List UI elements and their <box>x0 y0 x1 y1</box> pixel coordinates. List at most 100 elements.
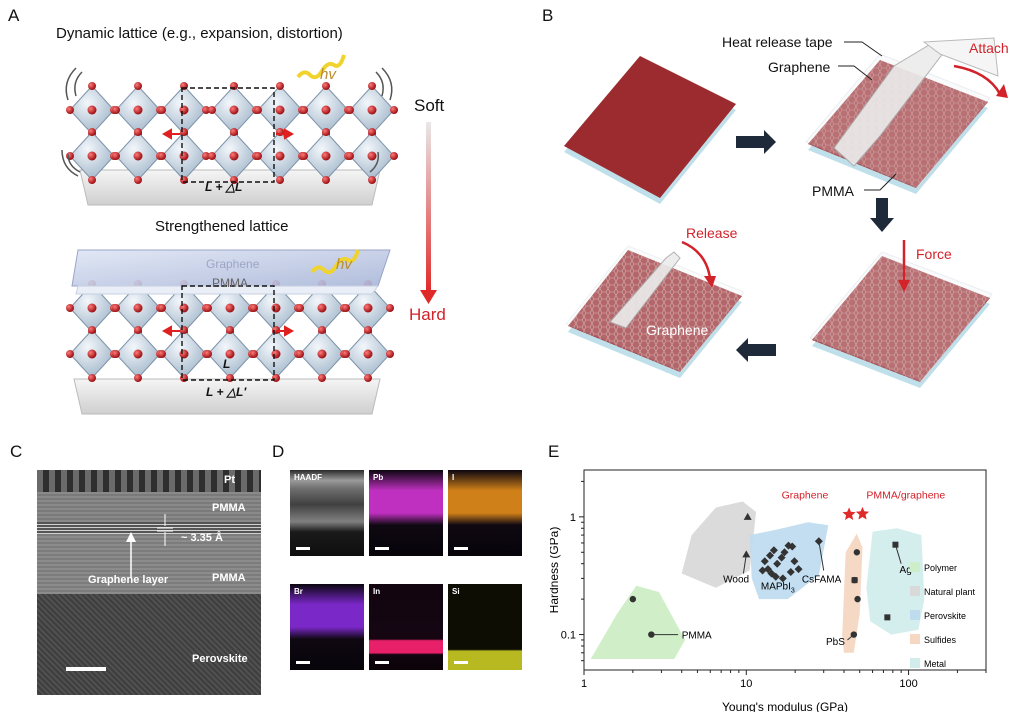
data-point-perovskite <box>769 546 778 555</box>
data-point-sulfide <box>851 577 858 584</box>
chart-annotation: PbS <box>826 637 845 648</box>
legend-label: Natural plant <box>924 587 976 597</box>
attach-label: Attach <box>969 40 1009 56</box>
data-point-perovskite <box>765 551 774 560</box>
data-point-sulfide <box>853 549 861 556</box>
eds-map-label: Si <box>452 587 460 596</box>
data-point-perovskite <box>794 565 803 574</box>
panel-letter-b: B <box>542 6 554 25</box>
chart-annotation: PMMA <box>682 631 712 642</box>
arrow-step3 <box>736 338 776 362</box>
legend-swatch <box>910 586 920 596</box>
dashed-box-bottom <box>181 285 275 381</box>
data-point-perovskite <box>786 567 795 576</box>
eds-map-i: I <box>448 470 522 556</box>
region-polymer <box>590 585 686 659</box>
x-tick-label: 1 <box>581 678 587 690</box>
chart-annotation: Wood <box>723 574 749 585</box>
panel-letter-c: C <box>10 442 23 461</box>
x-axis-label: Young's modulus (GPa) <box>722 700 848 712</box>
eds-scale-bar <box>296 547 310 550</box>
region-perovskite <box>749 522 829 600</box>
light-wave-bottom <box>310 249 360 275</box>
data-point-polymer <box>629 595 637 603</box>
eds-map-label: Br <box>294 587 303 596</box>
eds-map-pb: Pb <box>369 470 443 556</box>
highlight-star-pmma-graphene <box>855 506 870 520</box>
release-label: Release <box>686 225 738 241</box>
data-point-perovskite <box>760 557 769 566</box>
pmma-sheet <box>75 285 379 295</box>
data-point-wood <box>742 550 751 558</box>
graphene-layer-label: Graphene layer <box>88 574 169 586</box>
eds-scale-bar <box>375 661 389 664</box>
spacing-label: ~ 3.35 Å <box>181 532 223 544</box>
hv-top: hv <box>320 66 336 83</box>
data-point-polymer <box>648 631 655 638</box>
legend-label: Polymer <box>924 563 957 573</box>
panel-a-bottom-title: Strengthened lattice <box>155 218 289 235</box>
tem-scale-bar <box>66 667 106 671</box>
data-point-perovskite <box>771 572 780 581</box>
hard-label: Hard <box>409 305 446 324</box>
light-wave-top <box>296 54 346 80</box>
pmma-label-a: PMMA <box>212 276 248 290</box>
graphene-final-label: Graphene <box>646 322 709 338</box>
force-label: Force <box>916 246 952 262</box>
graphene-label-a: Graphene <box>206 257 260 271</box>
panel-letter-d: D <box>272 442 285 461</box>
eds-map-si: Si <box>448 584 522 670</box>
eds-scale-bar <box>454 661 468 664</box>
x-tick-label: 100 <box>899 678 917 690</box>
legend-swatch <box>910 610 920 620</box>
y-tick-label: 0.1 <box>561 630 576 642</box>
legend-label: Perovskite <box>924 611 966 621</box>
hv-bottom: hv <box>336 256 352 273</box>
graphene-label-b: Graphene <box>768 59 831 75</box>
legend-label: Metal <box>924 659 946 669</box>
region-natural-plant <box>681 501 757 588</box>
region-sulfides <box>842 533 863 653</box>
eds-scale-bar <box>375 547 389 550</box>
chart-annotation: MAPbI3 <box>761 582 795 595</box>
chart-axes-box <box>583 469 987 671</box>
region-metal <box>866 528 925 635</box>
dashed-box-top <box>181 87 275 183</box>
data-point-perovskite <box>788 542 797 551</box>
heat-release-tape-label: Heat release tape <box>722 34 833 50</box>
legend-swatch <box>910 658 920 668</box>
legend-swatch <box>910 634 920 644</box>
panel-b-illustration <box>564 37 1008 388</box>
data-point-perovskite <box>790 557 799 566</box>
eds-map-label: I <box>452 473 455 482</box>
eds-map-br: Br <box>290 584 364 670</box>
eds-scale-bar <box>454 547 468 550</box>
bottom-dim-label: L + △L′ <box>206 385 247 399</box>
eds-map-label: HAADF <box>294 473 322 482</box>
dynamic-lattice <box>66 82 398 184</box>
x-tick-label: 10 <box>740 678 752 690</box>
y-axis-label: Hardness (GPa) <box>550 527 561 614</box>
data-point-wood <box>743 512 752 520</box>
eds-map-label: In <box>373 587 381 596</box>
y-tick-label: 1 <box>570 512 576 524</box>
data-point-perovskite <box>773 559 782 568</box>
panel-letter-a: A <box>8 6 20 25</box>
chart-annotation: PMMA/graphene <box>866 489 945 501</box>
legend-label: Sulfides <box>924 635 957 645</box>
eds-map-haadf: HAADF <box>290 470 364 556</box>
data-point-metal <box>884 614 891 621</box>
chart-annotation: Graphene <box>782 489 829 501</box>
arrow-step2 <box>870 198 894 232</box>
inner-l-label: L <box>223 357 231 371</box>
pt-label: Pt <box>224 474 235 486</box>
arrow-step1 <box>736 130 776 154</box>
pmma-label-b: PMMA <box>812 183 854 199</box>
eds-map-label: Pb <box>373 473 384 482</box>
data-point-perovskite <box>778 574 787 583</box>
panel-letter-e: E <box>548 442 560 461</box>
legend-swatch <box>910 562 920 572</box>
soft-label: Soft <box>414 96 445 115</box>
chart-annotation: Ag <box>900 565 912 576</box>
